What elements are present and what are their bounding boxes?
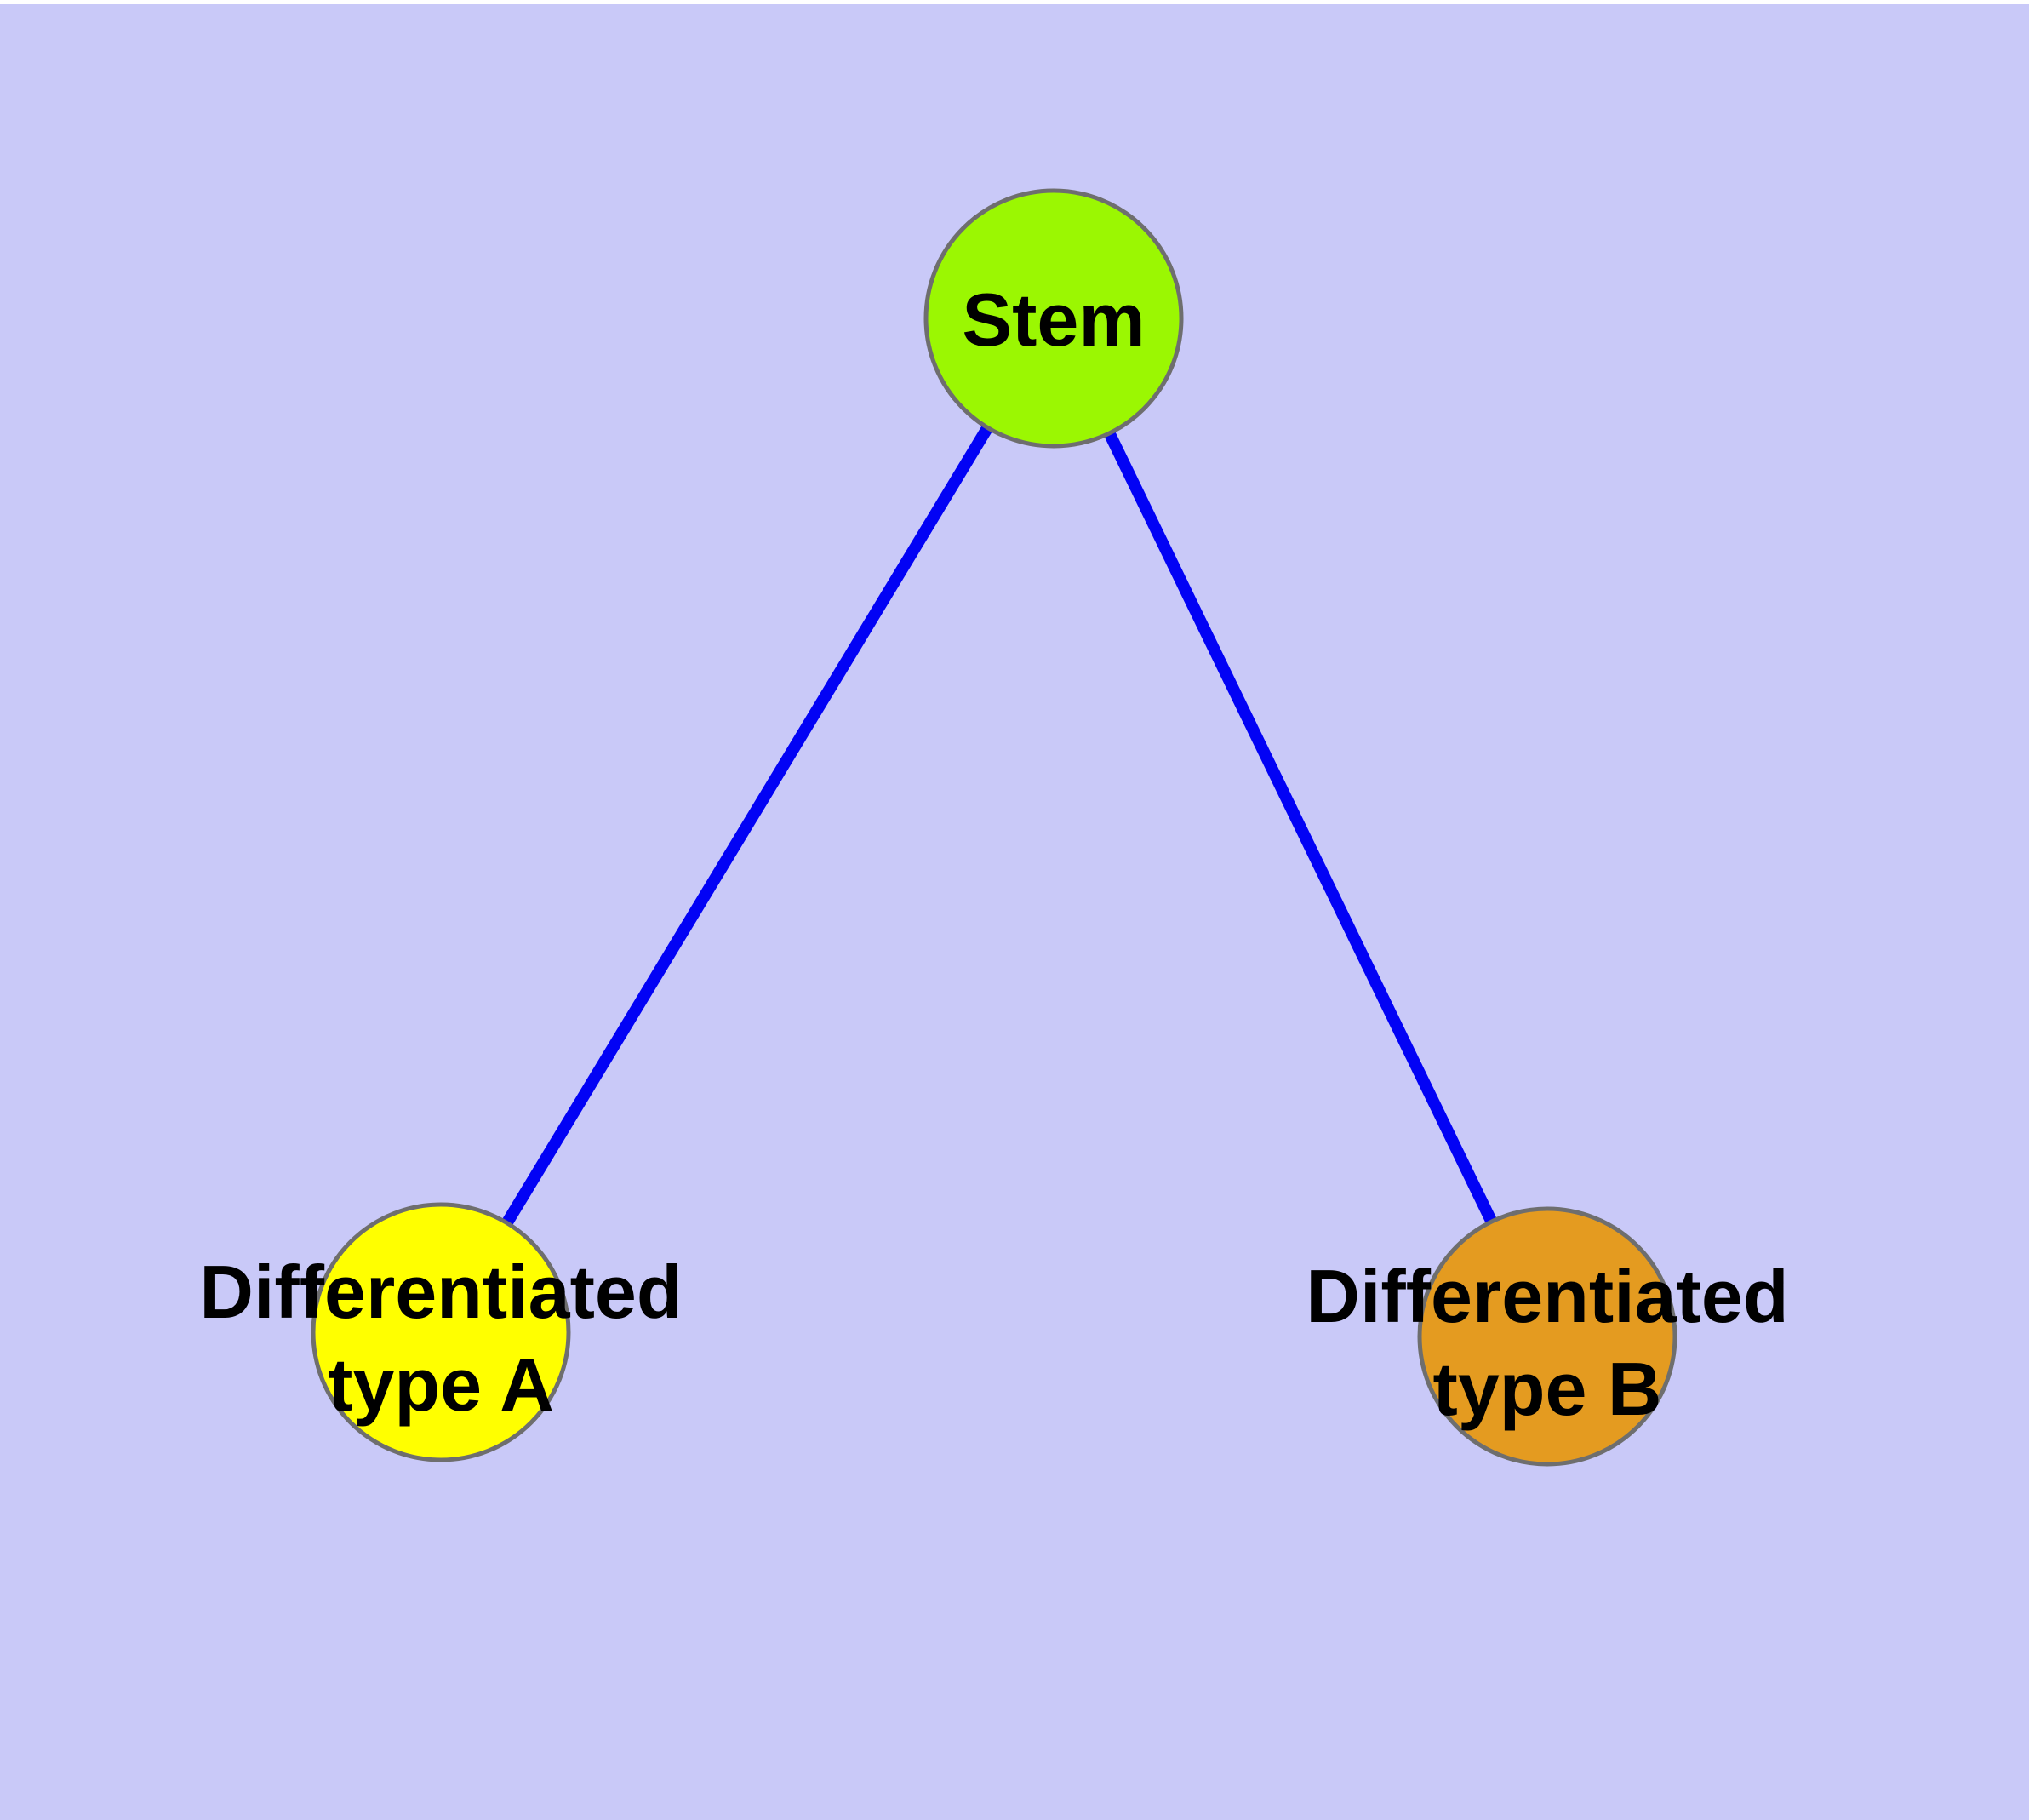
node-differentiated-type-a: Differentiated type A: [199, 1202, 683, 1462]
edge-stem-to-type-a: [436, 315, 1059, 1336]
type-b-node-label-line1: Differentiated: [1306, 1254, 1788, 1338]
edge-stem-to-type-b: [1048, 315, 1553, 1340]
type-b-node-label-line2: type B: [1433, 1347, 1662, 1431]
type-a-node-circle: [311, 1202, 571, 1462]
node-differentiated-type-b: Differentiated type B: [1306, 1206, 1789, 1467]
type-b-node-circle: [1417, 1206, 1677, 1467]
node-stem: Stem: [923, 188, 1184, 449]
type-a-node-label-line2: type A: [328, 1342, 554, 1427]
type-a-node-label-line1: Differentiated: [199, 1250, 682, 1334]
stem-node-label: Stem: [962, 278, 1145, 362]
top-margin-strip: [0, 0, 2029, 4]
stem-node-circle: [923, 188, 1184, 449]
